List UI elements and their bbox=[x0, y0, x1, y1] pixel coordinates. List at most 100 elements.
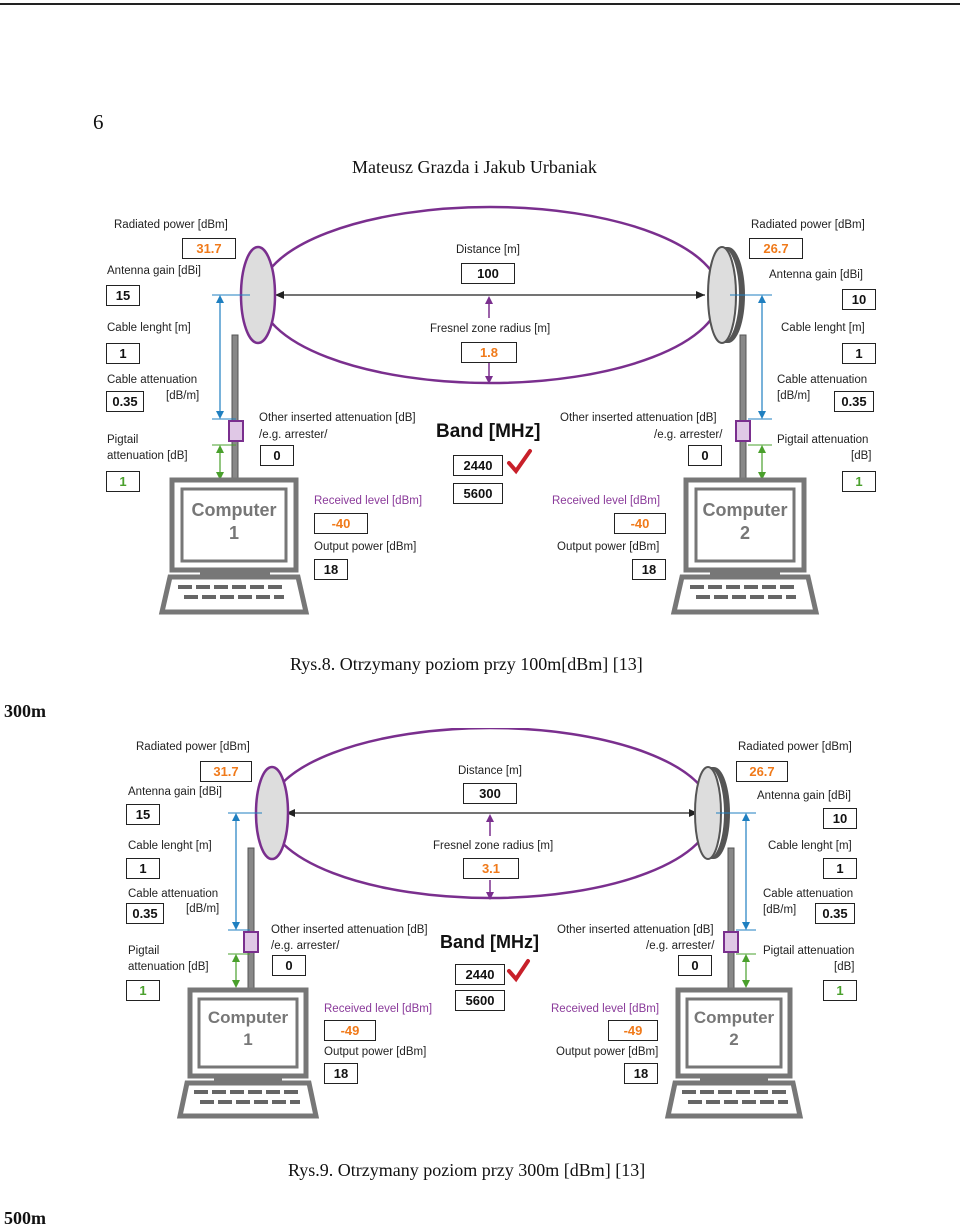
fresnel-label: Fresnel zone radius [m] bbox=[430, 323, 551, 335]
cable-length-value-left-2: 1 bbox=[126, 858, 160, 879]
radiated-power-value-right: 26.7 bbox=[749, 238, 803, 259]
band-option-5600: 5600 bbox=[453, 483, 503, 504]
arrester-label-right: /e.g. arrester/ bbox=[654, 429, 723, 441]
cable-length-label-right-2: Cable lenght [m] bbox=[768, 840, 852, 852]
figure-rys9: Computer 1 Computer 2 Radiated power [dB… bbox=[0, 728, 960, 1128]
output-value-right-2: 18 bbox=[624, 1063, 658, 1084]
distance-label: Distance [m] bbox=[456, 244, 520, 256]
pigtail-label-left: Pigtail bbox=[107, 434, 139, 446]
cable-length-label-right: Cable lenght [m] bbox=[781, 322, 865, 334]
computer-2-number-2: 2 bbox=[729, 1030, 739, 1049]
received-value-left-2: -49 bbox=[324, 1020, 376, 1041]
link-diagram-graphics bbox=[158, 205, 820, 615]
cable-attenuation-unit-right-2: [dB/m] bbox=[763, 904, 797, 916]
fresnel-label-2: Fresnel zone radius [m] bbox=[433, 840, 554, 852]
antenna-gain-label-right-2: Antenna gain [dBi] bbox=[757, 790, 851, 802]
fresnel-value-2: 3.1 bbox=[463, 858, 519, 879]
other-att-label-left: Other inserted attenuation [dB] bbox=[259, 412, 416, 424]
pigtail-label-left-2: Pigtail bbox=[128, 945, 160, 957]
arrester-label-left: /e.g. arrester/ bbox=[259, 429, 328, 441]
other-att-value-right-2: 0 bbox=[678, 955, 712, 976]
arrester-left-icon bbox=[228, 420, 244, 442]
radiated-power-label-right: Radiated power [dBm] bbox=[751, 219, 865, 231]
output-label-left-2: Output power [dBm] bbox=[324, 1046, 427, 1058]
distance-label-2: Distance [m] bbox=[458, 765, 522, 777]
band-option-2440: 2440 bbox=[453, 455, 503, 476]
section-heading-300m: 300m bbox=[4, 701, 46, 721]
computer-2-label: Computer bbox=[702, 500, 788, 520]
received-label-right: Received level [dBm] bbox=[552, 495, 661, 507]
antenna-gain-value-right: 10 bbox=[842, 289, 876, 310]
computer-1-label: Computer bbox=[191, 500, 277, 520]
computer-2-label-2: Computer bbox=[693, 1008, 775, 1027]
computer-1-number: 1 bbox=[228, 523, 239, 543]
other-att-value-left-2: 0 bbox=[272, 955, 306, 976]
cable-length-value-left: 1 bbox=[106, 343, 140, 364]
running-header-authors: Mateusz Grazda i Jakub Urbaniak bbox=[352, 157, 597, 177]
output-label-right: Output power [dBm] bbox=[557, 541, 660, 553]
top-rule bbox=[0, 3, 960, 5]
cable-attenuation-value-left-2: 0.35 bbox=[126, 903, 164, 924]
pigtail-value-right: 1 bbox=[842, 471, 876, 492]
arrester-label-right-2: /e.g. arrester/ bbox=[646, 940, 715, 952]
pigtail-value-right-2: 1 bbox=[823, 980, 857, 1001]
distance-value-2: 300 bbox=[463, 783, 517, 804]
pigtail-value-left: 1 bbox=[106, 471, 140, 492]
band-title-2: Band [MHz] bbox=[440, 932, 539, 952]
pigtail-att-label-left: attenuation [dB] bbox=[107, 450, 188, 462]
cable-attenuation-label-right: Cable attenuation bbox=[777, 374, 868, 386]
output-label-left: Output power [dBm] bbox=[314, 541, 417, 553]
other-att-label-left-2: Other inserted attenuation [dB] bbox=[271, 924, 428, 936]
received-value-right: -40 bbox=[614, 513, 666, 534]
output-value-left-2: 18 bbox=[324, 1063, 358, 1084]
figure-rys8: Computer 1 Computer 2 Radiated power [dB… bbox=[0, 205, 960, 625]
radiated-power-value-right-2: 26.7 bbox=[736, 761, 788, 782]
cable-attenuation-value-left: 0.35 bbox=[106, 391, 144, 412]
antenna-gain-label-left: Antenna gain [dBi] bbox=[107, 265, 201, 277]
fresnel-value: 1.8 bbox=[461, 342, 517, 363]
antenna-gain-label-left-2: Antenna gain [dBi] bbox=[128, 786, 222, 798]
caption-rys9: Rys.9. Otrzymany poziom przy 300m [dBm] … bbox=[288, 1160, 646, 1180]
output-label-right-2: Output power [dBm] bbox=[556, 1046, 659, 1058]
cable-attenuation-value-right: 0.35 bbox=[834, 391, 874, 412]
other-att-label-right: Other inserted attenuation [dB] bbox=[560, 412, 717, 424]
radiated-power-label-left-2: Radiated power [dBm] bbox=[136, 741, 250, 753]
radiated-power-value-left: 31.7 bbox=[182, 238, 236, 259]
computer-1-label-2: Computer bbox=[207, 1008, 289, 1027]
output-value-right: 18 bbox=[632, 559, 666, 580]
computer-right-icon-2 bbox=[664, 987, 804, 1119]
antenna-gain-value-right-2: 10 bbox=[823, 808, 857, 829]
band-option-2440-2: 2440 bbox=[455, 964, 505, 985]
antenna-gain-label-right: Antenna gain [dBi] bbox=[769, 269, 863, 281]
cable-length-label-left-2: Cable lenght [m] bbox=[128, 840, 212, 852]
computer-2-number: 2 bbox=[739, 523, 750, 543]
computer-1-number-2: 1 bbox=[243, 1030, 253, 1049]
cable-length-label-left: Cable lenght [m] bbox=[107, 322, 191, 334]
pigtail-unit-right: [dB] bbox=[851, 450, 872, 462]
other-att-label-right-2: Other inserted attenuation [dB] bbox=[557, 924, 714, 936]
received-value-right-2: -49 bbox=[608, 1020, 658, 1041]
received-label-left: Received level [dBm] bbox=[314, 495, 423, 507]
cable-attenuation-unit-right: [dB/m] bbox=[777, 390, 811, 402]
cable-length-value-right: 1 bbox=[842, 343, 876, 364]
cable-attenuation-unit-left-2: [dB/m] bbox=[186, 903, 220, 915]
other-att-value-left: 0 bbox=[260, 445, 294, 466]
section-heading-500m: 500m bbox=[4, 1208, 46, 1228]
pigtail-att-label-left-2: attenuation [dB] bbox=[128, 961, 209, 973]
pigtail-attenuation-label-right-2: Pigtail attenuation bbox=[763, 945, 855, 957]
caption-rys8: Rys.8. Otrzymany poziom przy 100m[dBm] [… bbox=[290, 654, 643, 674]
antenna-gain-value-left: 15 bbox=[106, 285, 140, 306]
cable-length-value-right-2: 1 bbox=[823, 858, 857, 879]
arrester-right-icon bbox=[735, 420, 751, 442]
radiated-power-label-left: Radiated power [dBm] bbox=[114, 219, 228, 231]
checkmark-icon bbox=[507, 449, 532, 475]
received-label-right-2: Received level [dBm] bbox=[551, 1003, 660, 1015]
antenna-gain-value-left-2: 15 bbox=[126, 804, 160, 825]
checkmark-icon-2 bbox=[507, 959, 530, 983]
pigtail-unit-right-2: [dB] bbox=[834, 961, 855, 973]
output-value-left: 18 bbox=[314, 559, 348, 580]
other-att-value-right: 0 bbox=[688, 445, 722, 466]
arrester-label-left-2: /e.g. arrester/ bbox=[271, 940, 340, 952]
band-option-5600-2: 5600 bbox=[455, 990, 505, 1011]
link-diagram-graphics-2 bbox=[176, 728, 804, 1119]
